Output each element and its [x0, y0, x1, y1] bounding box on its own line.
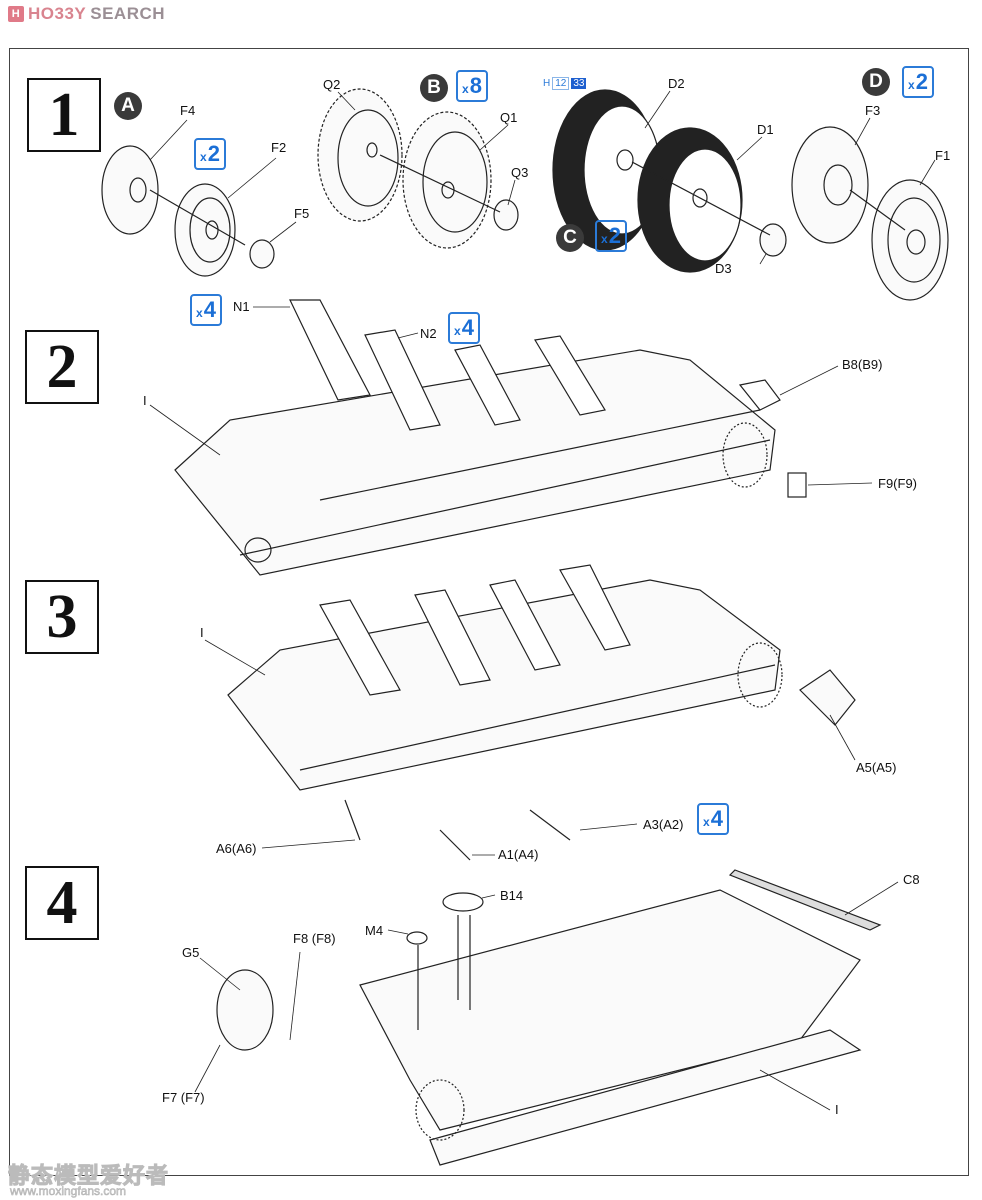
multiplier-prefix: x	[454, 324, 461, 338]
watermark-url: www.moxingfans.com	[10, 1184, 127, 1199]
cap-f5	[249, 239, 275, 269]
leader-lines	[149, 90, 936, 1111]
part-label: D3	[715, 261, 732, 276]
multiplier-value: 4	[203, 297, 216, 322]
brand-name-2: SEARCH	[90, 4, 166, 23]
multiplier-value: 2	[915, 69, 928, 94]
cap-d3	[759, 223, 787, 257]
hobby-search-logo: H HO33Y SEARCH	[8, 4, 165, 24]
color-code-prefix: H	[543, 78, 551, 89]
brand-mark-icon: H	[8, 6, 24, 22]
multiplier-prefix: x	[462, 82, 469, 96]
part-label: I	[143, 393, 147, 408]
multiplier-value: 2	[608, 223, 621, 248]
instruction-frame	[9, 48, 969, 1176]
wheel-f1	[871, 179, 949, 301]
part-label: Q1	[500, 110, 518, 125]
multiplier-prefix: x	[908, 78, 915, 92]
wheel-q1	[402, 111, 492, 249]
part-label: C8	[903, 872, 920, 887]
part-label: Q2	[323, 77, 341, 92]
part-label: F4	[180, 103, 196, 118]
group-c-badge: C	[556, 224, 584, 252]
color-code: H 12 33	[543, 77, 587, 90]
multiplier-prefix: x	[200, 150, 207, 164]
part-label: A6(A6)	[216, 841, 257, 856]
wheel-f4	[101, 145, 159, 235]
brand-name-1: HO33Y	[28, 4, 87, 23]
part-label: A3(A2)	[643, 817, 684, 832]
part-label: D2	[668, 76, 685, 91]
chassis-step2	[174, 299, 807, 576]
part-label: F5	[294, 206, 310, 221]
multiplier-value: 8	[469, 73, 482, 98]
multiplier-prefix: x	[601, 232, 608, 246]
part-label: F3	[865, 103, 881, 118]
multiplier-value: 4	[461, 315, 474, 340]
part-label: I	[835, 1102, 839, 1117]
part-label: B8(B9)	[842, 357, 883, 372]
step-1-number: 1	[27, 78, 101, 152]
hull-step4	[216, 869, 882, 1166]
group-a-badge: A	[114, 92, 142, 120]
part-label: G5	[182, 945, 200, 960]
wheel-q2	[317, 88, 403, 222]
multiplier-value: 2	[207, 141, 220, 166]
part-label: A5(A5)	[856, 760, 897, 775]
part-label: F1	[935, 148, 951, 163]
color-code-33: 33	[571, 78, 587, 89]
group-b-badge: B	[420, 74, 448, 102]
group-d-badge: D	[862, 68, 890, 96]
wheel-f2	[174, 183, 236, 277]
step-4-number: 4	[25, 866, 99, 940]
multiplier-prefix: x	[703, 815, 710, 829]
watermark-title: 静态模型爱好者	[7, 1163, 170, 1189]
part-label: Q3	[511, 165, 529, 180]
part-label: D1	[757, 122, 774, 137]
part-label: F8 (F8)	[293, 931, 336, 946]
part-label: F7 (F7)	[162, 1090, 205, 1105]
chassis-step3	[227, 564, 856, 861]
part-label: F2	[271, 140, 287, 155]
multiplier-prefix: x	[196, 306, 203, 320]
part-label: N2	[420, 326, 437, 341]
wheel-d1	[637, 127, 743, 273]
step-2-number: 2	[25, 330, 99, 404]
part-label: F9(F9)	[878, 476, 917, 491]
part-label: M4	[365, 923, 384, 938]
cap-q3	[493, 199, 519, 231]
part-label: A1(A4)	[498, 847, 539, 862]
multiplier-value: 4	[710, 806, 723, 831]
color-code-12: 12	[552, 77, 570, 90]
part-label: I	[200, 625, 204, 640]
wheel-f3	[791, 126, 869, 244]
part-label: N1	[233, 299, 250, 314]
step-3-number: 3	[25, 580, 99, 654]
part-label: B14	[500, 888, 524, 903]
